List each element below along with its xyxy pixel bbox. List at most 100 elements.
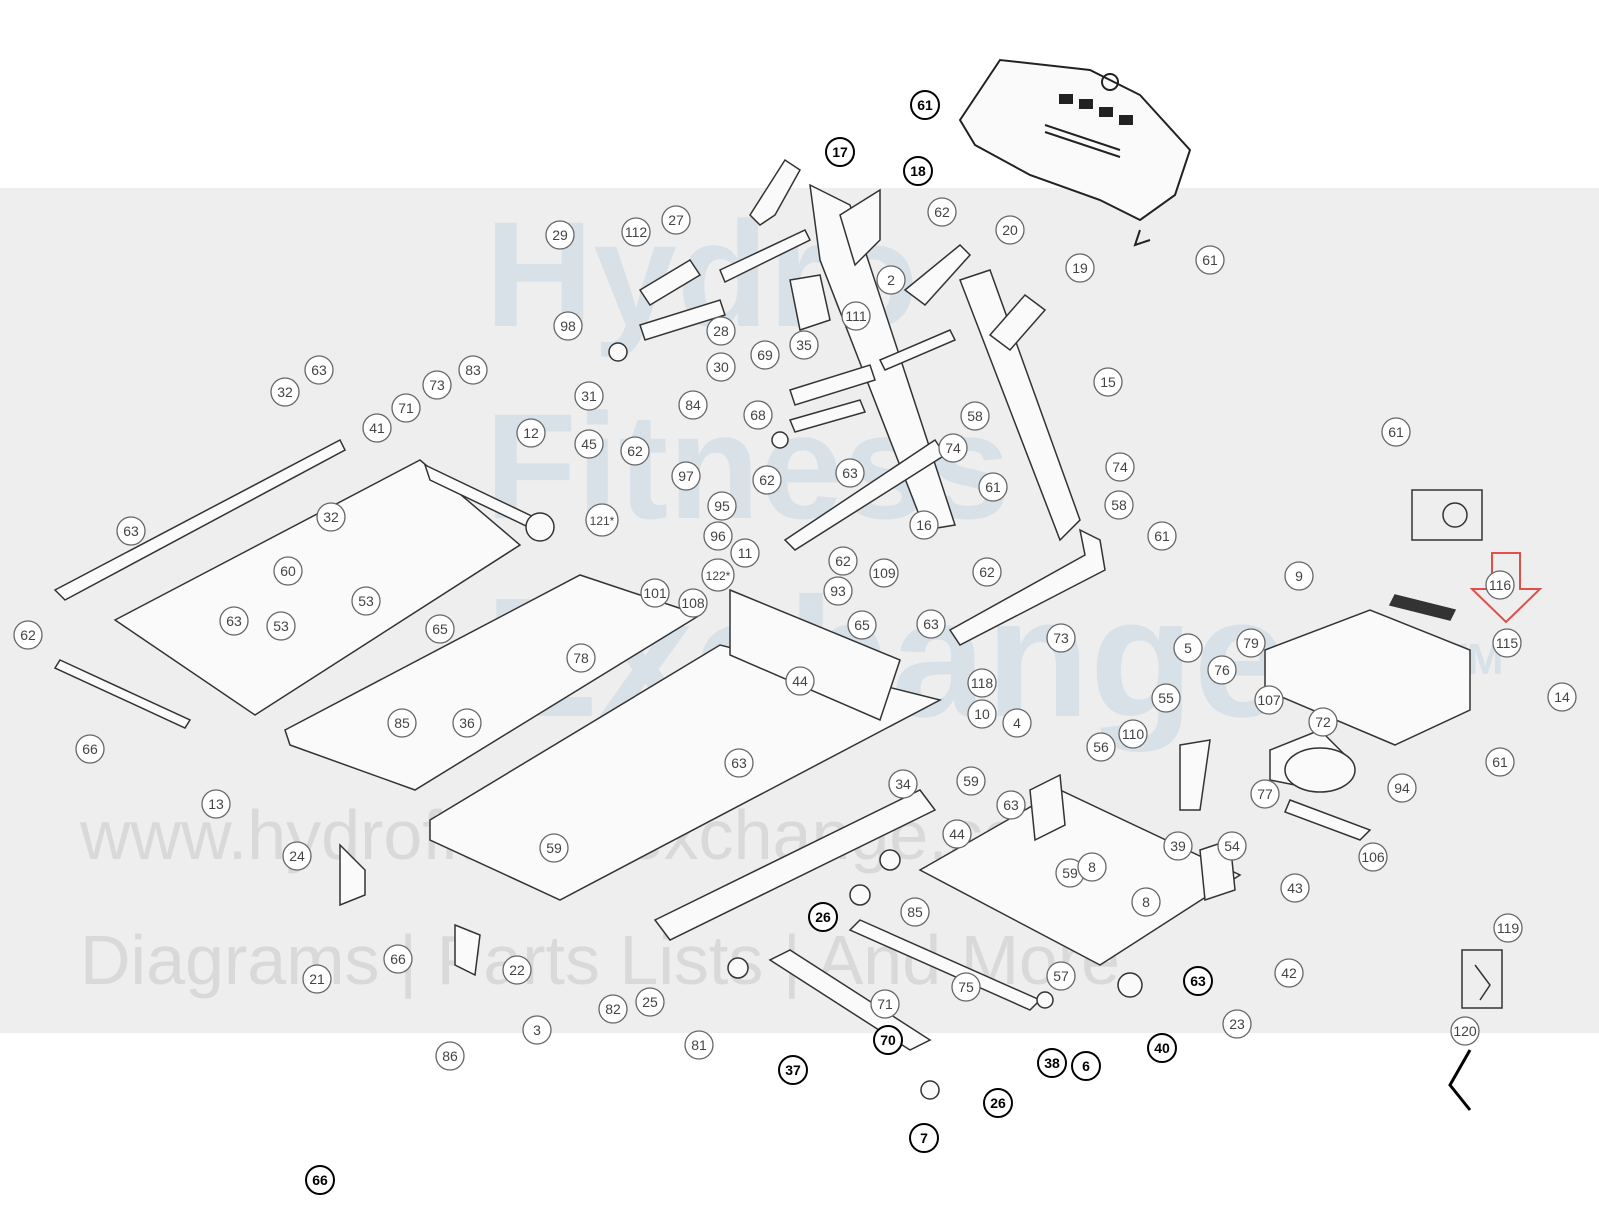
part-callout: 62 xyxy=(13,620,43,650)
callout-label: 61 xyxy=(985,479,1001,495)
callout-circle xyxy=(983,1088,1013,1118)
callout-label: 61 xyxy=(1202,252,1218,268)
part-callout: 73 xyxy=(422,370,452,400)
part-callout: 106 xyxy=(1358,842,1388,872)
callout-label: 73 xyxy=(429,377,445,393)
callout-circle xyxy=(75,734,105,764)
callout-circle xyxy=(1173,633,1203,663)
callout-circle xyxy=(1086,732,1116,762)
part-callout: 25 xyxy=(635,987,665,1017)
callout-circle xyxy=(900,897,930,927)
callout-label: 45 xyxy=(581,436,597,452)
part-callout: 63 xyxy=(219,606,249,636)
callout-label: 58 xyxy=(967,408,983,424)
callout-label: 3 xyxy=(533,1022,541,1038)
part-callout: 17 xyxy=(825,137,855,167)
callout-label: 7 xyxy=(920,1130,928,1146)
callout-label: 23 xyxy=(1229,1016,1245,1032)
part-callout: 44 xyxy=(942,819,972,849)
callout-circle xyxy=(903,156,933,186)
callout-circle xyxy=(869,558,899,588)
callout-label: 72 xyxy=(1315,714,1331,730)
callout-label: 5 xyxy=(1184,640,1192,656)
callout-label: 62 xyxy=(934,204,950,220)
callout-circle xyxy=(1093,367,1123,397)
part-callout: 70 xyxy=(873,1025,903,1055)
callout-label: 11 xyxy=(738,545,753,561)
callout-label: 95 xyxy=(714,498,730,514)
callout-label: 83 xyxy=(465,362,481,378)
part-callout: 63 xyxy=(916,609,946,639)
part-callout: 66 xyxy=(305,1165,335,1195)
callout-label: 39 xyxy=(1170,838,1186,854)
callout-circle xyxy=(1183,966,1213,996)
callout-label: 61 xyxy=(1154,528,1170,544)
part-callout: 108 xyxy=(678,588,708,618)
callout-label: 43 xyxy=(1287,880,1303,896)
part-callout: 28 xyxy=(706,316,736,346)
part-callout: 3 xyxy=(522,1015,552,1045)
part-callout: 78 xyxy=(566,643,596,673)
part-callout: 65 xyxy=(847,610,877,640)
callout-label: 107 xyxy=(1257,692,1281,708)
part-callout: 122* xyxy=(701,558,735,592)
callout-label: 17 xyxy=(832,144,848,160)
callout-label: 58 xyxy=(1111,497,1127,513)
callout-label: 69 xyxy=(757,347,773,363)
callout-circle xyxy=(910,90,940,120)
callout-circle xyxy=(978,472,1008,502)
part-callout: 119 xyxy=(1493,913,1523,943)
callout-label: 115 xyxy=(1496,635,1519,651)
callout-label: 116 xyxy=(1489,577,1512,593)
callout-label: 63 xyxy=(311,362,327,378)
part-callout: 24 xyxy=(282,841,312,871)
part-callout: 36 xyxy=(452,708,482,738)
callout-circle xyxy=(706,352,736,382)
callout-label: 62 xyxy=(759,472,775,488)
callout-label: 98 xyxy=(560,318,576,334)
callout-circle xyxy=(1131,887,1161,917)
part-callout: 40 xyxy=(1147,1033,1177,1063)
callout-circle xyxy=(1284,561,1314,591)
callout-circle xyxy=(1547,682,1577,712)
callout-label: 96 xyxy=(710,528,726,544)
part-callout: 74 xyxy=(1105,452,1135,482)
callout-circle xyxy=(422,370,452,400)
part-callout: 23 xyxy=(1222,1009,1252,1039)
callout-circle xyxy=(1147,1033,1177,1063)
part-callout: 32 xyxy=(316,502,346,532)
part-callout: 8 xyxy=(1077,852,1107,882)
callout-label: 24 xyxy=(289,848,305,864)
callout-circle xyxy=(967,699,997,729)
callout-circle xyxy=(1217,831,1247,861)
part-callout: 41 xyxy=(362,413,392,443)
part-callout: 81 xyxy=(684,1030,714,1060)
part-callout: 62 xyxy=(828,546,858,576)
callout-label: 54 xyxy=(1224,838,1240,854)
part-callout: 120 xyxy=(1450,1016,1480,1046)
callout-label: 77 xyxy=(1257,786,1273,802)
part-callout: 22 xyxy=(502,955,532,985)
callout-circle xyxy=(282,841,312,871)
callout-circle xyxy=(972,557,1002,587)
callout-label: 81 xyxy=(691,1037,707,1053)
callout-label: 34 xyxy=(895,776,911,792)
callout-label: 63 xyxy=(731,755,747,771)
callout-circle xyxy=(516,418,546,448)
callout-label: 61 xyxy=(1388,424,1404,440)
part-callout: 12 xyxy=(516,418,546,448)
callout-circle xyxy=(452,708,482,738)
callout-circle xyxy=(1151,683,1181,713)
callout-circle xyxy=(1381,417,1411,447)
callout-circle xyxy=(1077,852,1107,882)
callout-label: 26 xyxy=(990,1095,1006,1111)
callout-label: 37 xyxy=(785,1062,801,1078)
callout-circle xyxy=(789,330,819,360)
part-callout: 97 xyxy=(671,461,701,491)
part-callout: 84 xyxy=(678,390,708,420)
callout-circle xyxy=(678,588,708,618)
upright-parts xyxy=(608,158,1106,646)
callout-circle xyxy=(574,429,604,459)
part-callout: 86 xyxy=(435,1041,465,1071)
